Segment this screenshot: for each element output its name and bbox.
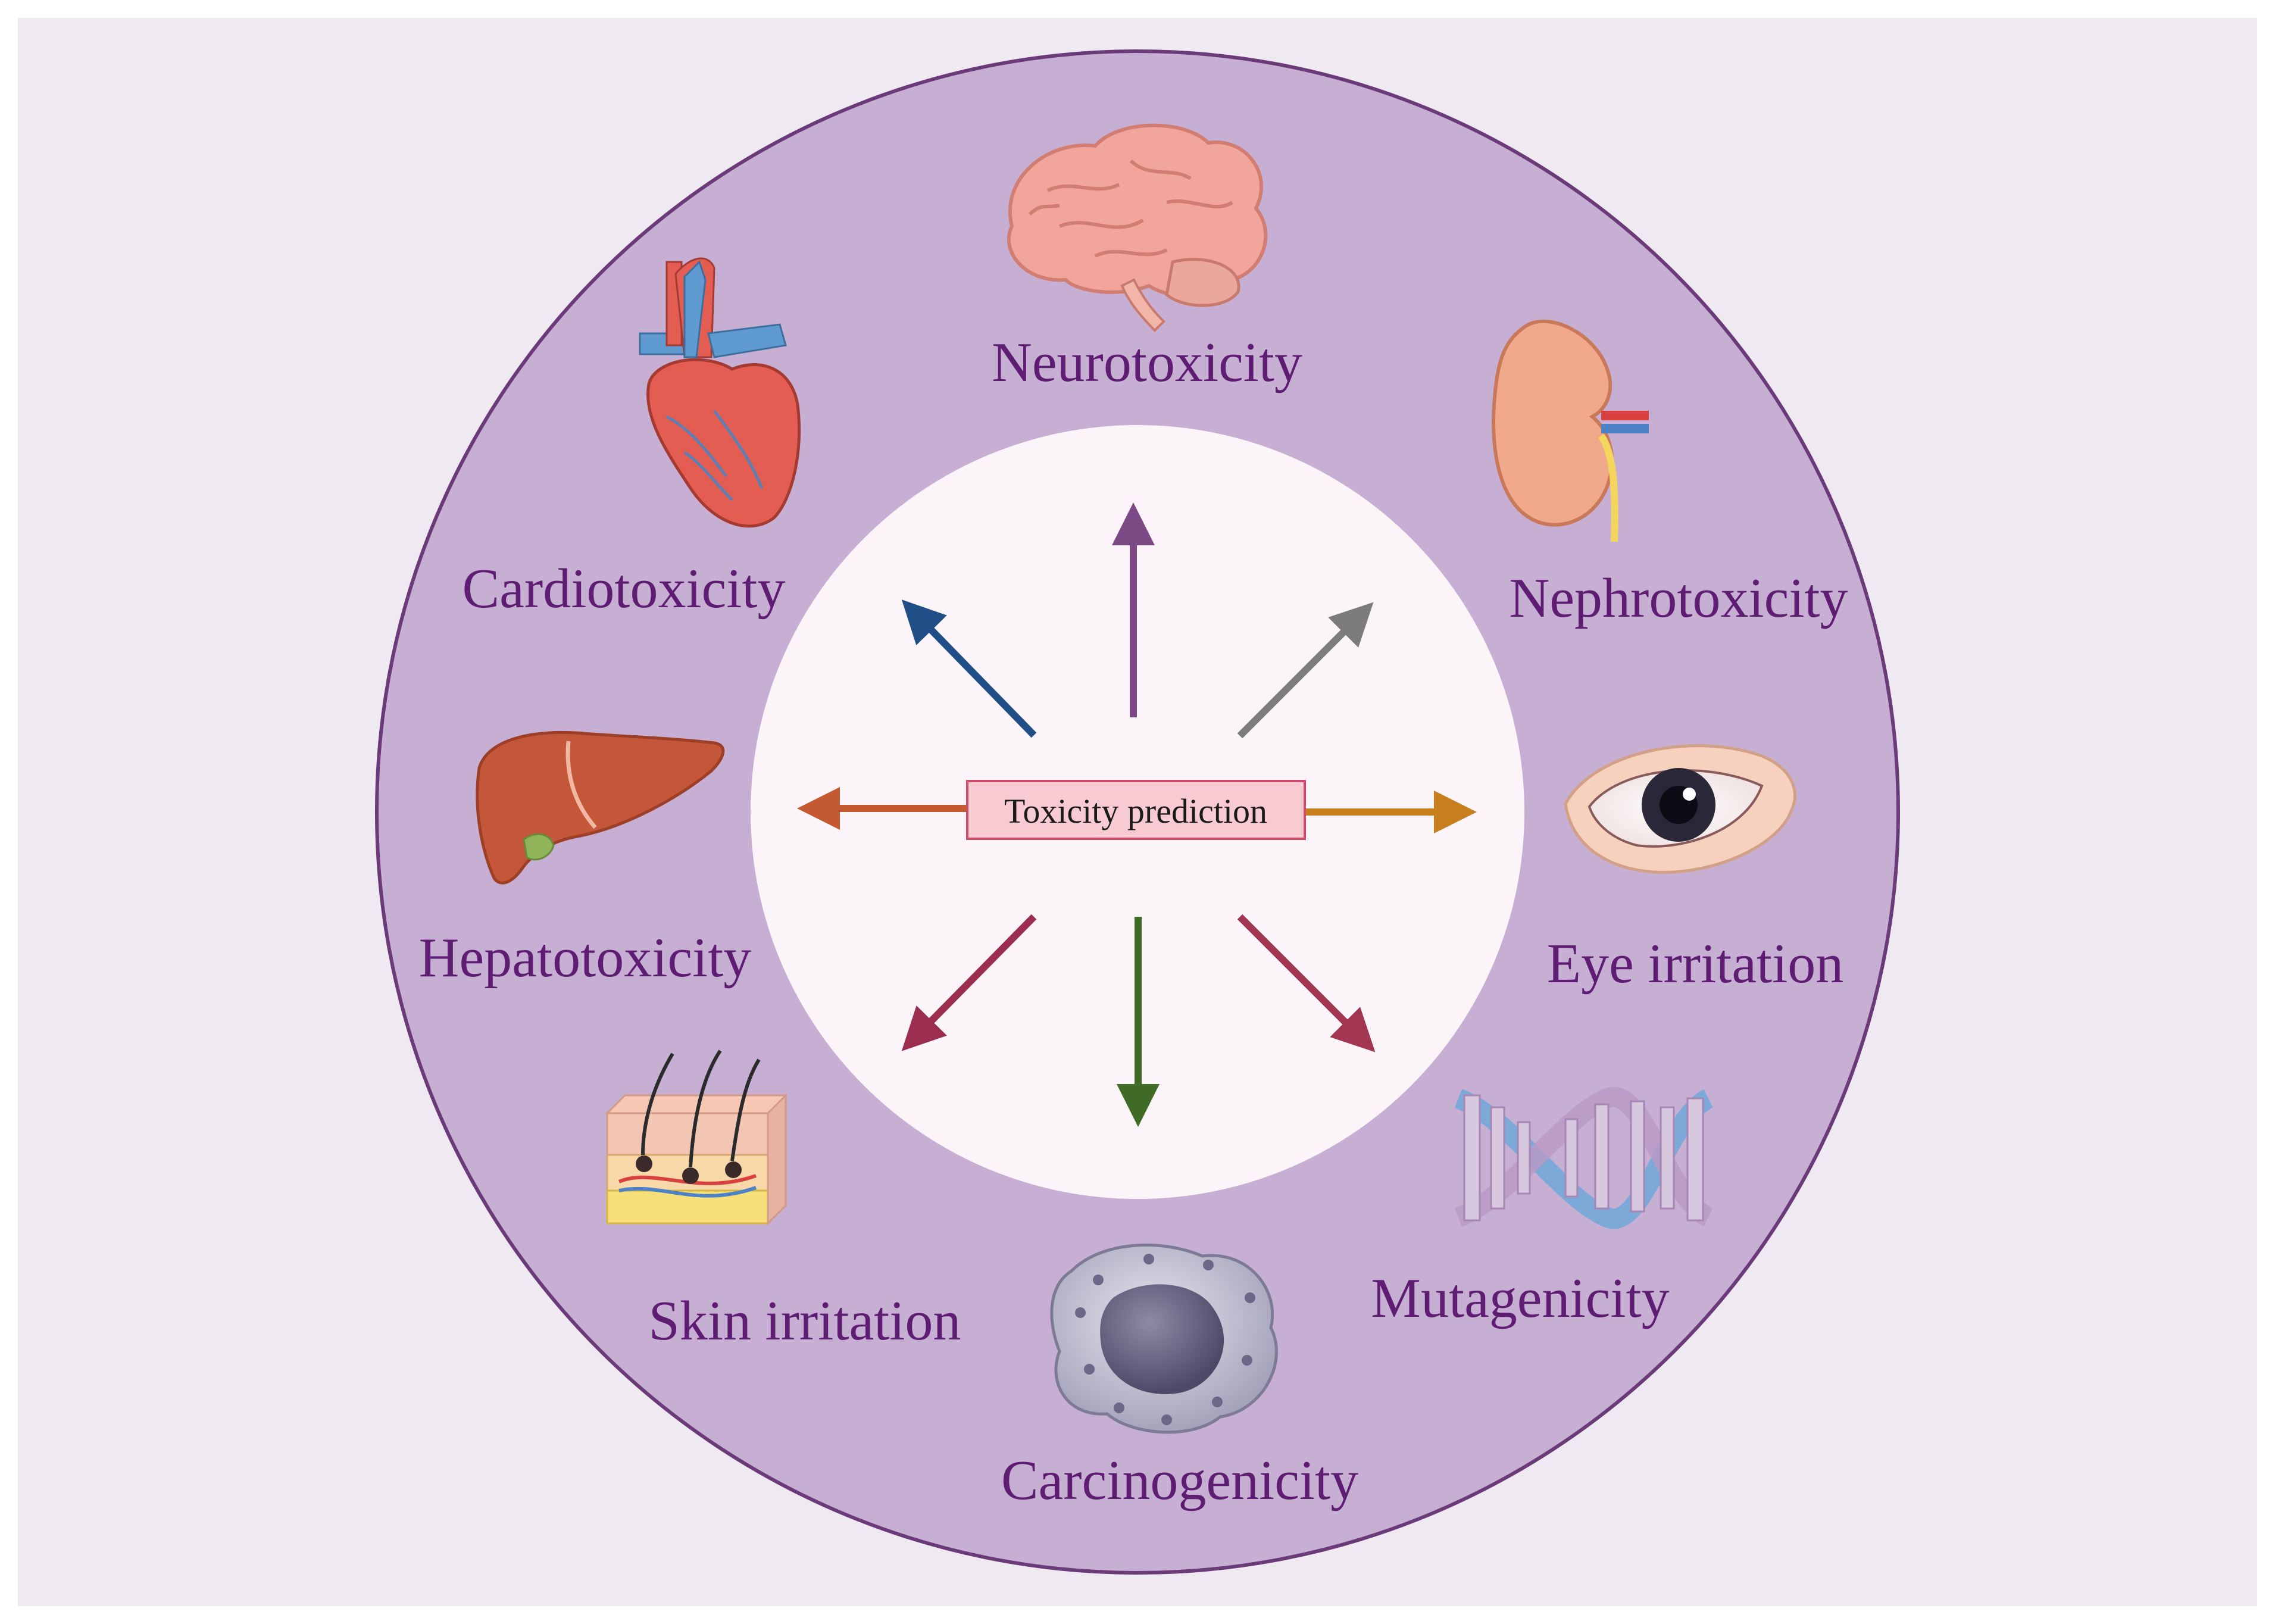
label-hepatotoxicity: Hepatotoxicity (419, 927, 752, 989)
dna-icon (1454, 1086, 1714, 1229)
label-carcinogenicity: Carcinogenicity (1001, 1450, 1358, 1511)
label-neurotoxicity: Neurotoxicity (992, 332, 1302, 393)
arrow-skin-irritation (901, 914, 1037, 1051)
label-nephrotoxicity: Nephrotoxicity (1509, 567, 1848, 629)
kidney-icon (1492, 319, 1649, 542)
label-eye-irritation: Eye irritation (1547, 933, 1844, 995)
arrows (797, 502, 1477, 1127)
brain-icon (1007, 123, 1268, 332)
center-box (966, 780, 1306, 840)
cell-icon (1050, 1244, 1278, 1434)
label-mutagenicity: Mutagenicity (1371, 1267, 1669, 1329)
labels: Neurotoxicity Nephrotoxicity Eye irritat… (419, 332, 1848, 1511)
label-cardiotoxicity: Cardiotoxicity (462, 558, 785, 620)
skin-icon (605, 1050, 788, 1226)
arrow-nephrotoxicity (1237, 602, 1374, 739)
label-skin-irritation: Skin irritation (649, 1290, 961, 1352)
eye-icon (1564, 744, 1797, 874)
arrow-cardiotoxicity (901, 599, 1037, 738)
center-label: Toxicity prediction (1004, 792, 1267, 830)
liver-icon (476, 730, 725, 885)
heart-icon (639, 257, 801, 528)
center-node: Toxicity prediction (966, 780, 1306, 840)
arrow-mutagenicity (1237, 914, 1376, 1053)
